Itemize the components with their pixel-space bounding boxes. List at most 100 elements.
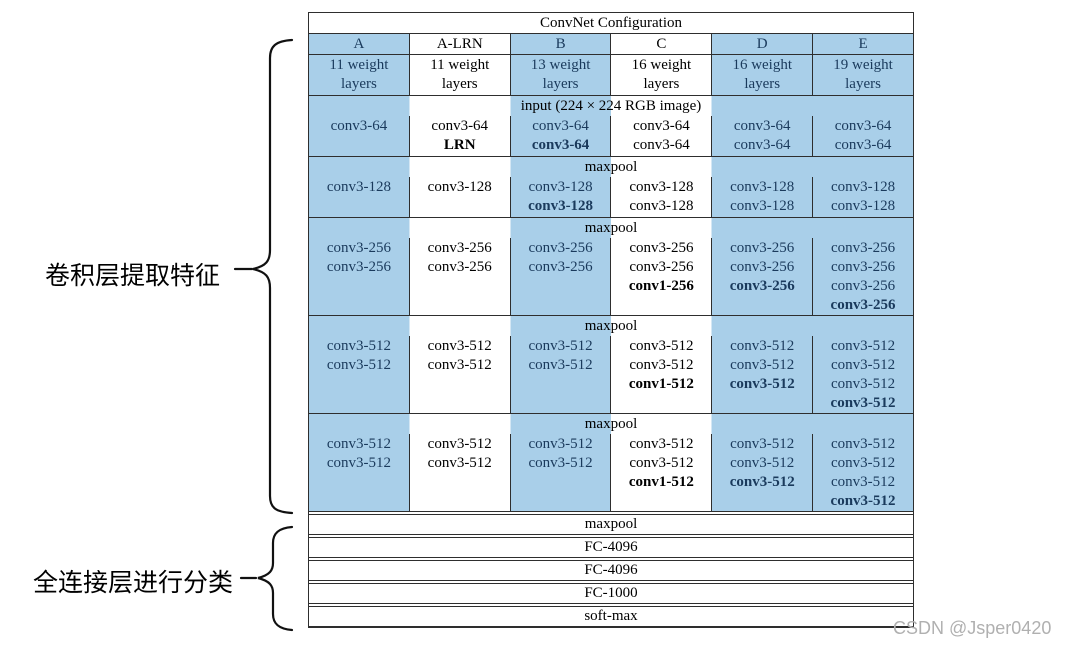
- config-cell-A-LRN: conv3-512 conv3-512: [408, 336, 510, 413]
- fc-section-brace: [257, 525, 294, 632]
- config-entry: conv3-512: [629, 455, 694, 471]
- config-entry: conv3-512: [830, 455, 896, 471]
- config-entry: conv3-64: [531, 137, 590, 153]
- config-entry: conv3-512: [629, 357, 694, 373]
- config-entry: conv3-64: [532, 118, 589, 134]
- config-entry: conv3-512: [528, 436, 593, 452]
- config-entry: conv3-512: [730, 357, 795, 373]
- config-entry: conv3-512: [830, 357, 896, 373]
- config-entry: conv3-128: [730, 198, 795, 214]
- config-entry: conv3-512: [326, 357, 391, 373]
- maxpool-row: maxpool: [309, 413, 913, 434]
- config-entry: conv3-512: [427, 436, 492, 452]
- config-entry: conv3-256: [729, 278, 795, 294]
- config-entry: conv3-256: [629, 240, 694, 256]
- config-entry: conv3-512: [830, 395, 896, 411]
- config-entry: conv3-256: [730, 259, 795, 275]
- table-bottom-row-FC-4096: FC-4096: [309, 537, 913, 558]
- config-entry: conv3-512: [427, 338, 492, 354]
- input-row: input (224 × 224 RGB image): [309, 95, 913, 116]
- config-entry: conv3-512: [427, 357, 492, 373]
- config-entry: conv3-512: [326, 455, 391, 471]
- config-entry: conv1-512: [628, 376, 694, 392]
- config-entry: conv3-256: [427, 259, 492, 275]
- config-entry: conv3-512: [830, 493, 896, 509]
- config-entry: conv3-256: [528, 240, 593, 256]
- config-entry: conv3-64: [633, 137, 690, 153]
- config-cell-C: conv3-512 conv3-512 conv1-512: [610, 336, 712, 413]
- watermark: CSDN @Jsper0420: [893, 618, 1052, 638]
- weight-layers-A: 11 weight layers: [309, 55, 409, 95]
- config-entry: conv3-256: [326, 240, 391, 256]
- weight-layers-C: 16 weight layers: [610, 55, 712, 95]
- conv-section-brace: [252, 38, 294, 515]
- config-entry: conv3-64: [834, 118, 892, 134]
- config-entry: conv3-128: [629, 179, 694, 195]
- weight-layers-E: 19 weight layers: [812, 55, 913, 95]
- table-bottom-row-FC-1000: FC-1000: [309, 583, 913, 604]
- config-entry: conv3-128: [629, 198, 694, 214]
- conv-block-2: conv3-128 conv3-128 conv3-128 conv3-128 conv…: [309, 177, 913, 217]
- table-bottom-row-soft-max: soft-max: [309, 606, 913, 627]
- config-entry: conv3-512: [528, 338, 593, 354]
- fc-layers-annotation: 全连接层进行分类: [33, 570, 234, 597]
- column-header-D: D: [711, 34, 813, 54]
- weight-layers-A-LRN: 11 weight layers: [408, 55, 510, 95]
- config-entry: conv3-64: [633, 118, 690, 134]
- config-entry: conv1-512: [628, 474, 694, 490]
- config-cell-C: conv3-128 conv3-128: [610, 177, 712, 217]
- config-cell-B: conv3-512 conv3-512: [509, 336, 611, 413]
- column-header-E: E: [812, 34, 913, 54]
- config-entry: conv3-256: [830, 259, 896, 275]
- config-entry: conv3-512: [629, 338, 694, 354]
- maxpool-row: maxpool: [309, 315, 913, 336]
- config-entry: A-LRN: [436, 35, 483, 52]
- config-cell-C: conv3-64 conv3-64: [610, 116, 712, 156]
- config-entry: conv3-512: [729, 474, 795, 490]
- config-entry: conv3-512: [528, 455, 593, 471]
- config-entry: conv3-256: [528, 259, 593, 275]
- config-entry: conv3-128: [427, 179, 492, 195]
- weight-layers-D: 16 weight layers: [711, 55, 813, 95]
- config-entry: conv3-64: [733, 137, 791, 153]
- config-cell-A: conv3-64: [309, 116, 409, 156]
- config-entry: conv3-128: [528, 179, 593, 195]
- config-entry: conv3-512: [830, 376, 896, 392]
- config-entry: conv3-256: [730, 240, 795, 256]
- config-entry: conv3-512: [326, 338, 391, 354]
- config-entry: conv3-512: [729, 376, 795, 392]
- table-bottom-row-maxpool: maxpool: [309, 514, 913, 535]
- config-entry: conv3-512: [830, 338, 896, 354]
- config-cell-A-LRN: conv3-128: [408, 177, 510, 217]
- config-entry: conv3-512: [830, 474, 896, 490]
- table-title: ConvNet Configuration: [539, 14, 683, 31]
- config-cell-B: conv3-512 conv3-512: [509, 434, 611, 511]
- config-entry: conv3-512: [528, 357, 593, 373]
- config-cell-B: conv3-256 conv3-256: [509, 238, 611, 315]
- config-entry: D: [756, 35, 768, 52]
- config-entry: conv3-64: [431, 118, 489, 134]
- config-entry: conv3-64: [330, 118, 388, 134]
- config-entry: A: [353, 35, 365, 52]
- config-entry: conv3-128: [830, 179, 896, 195]
- weight-layers-B: 13 weight layers: [509, 55, 611, 95]
- config-entry: conv1-256: [628, 278, 694, 294]
